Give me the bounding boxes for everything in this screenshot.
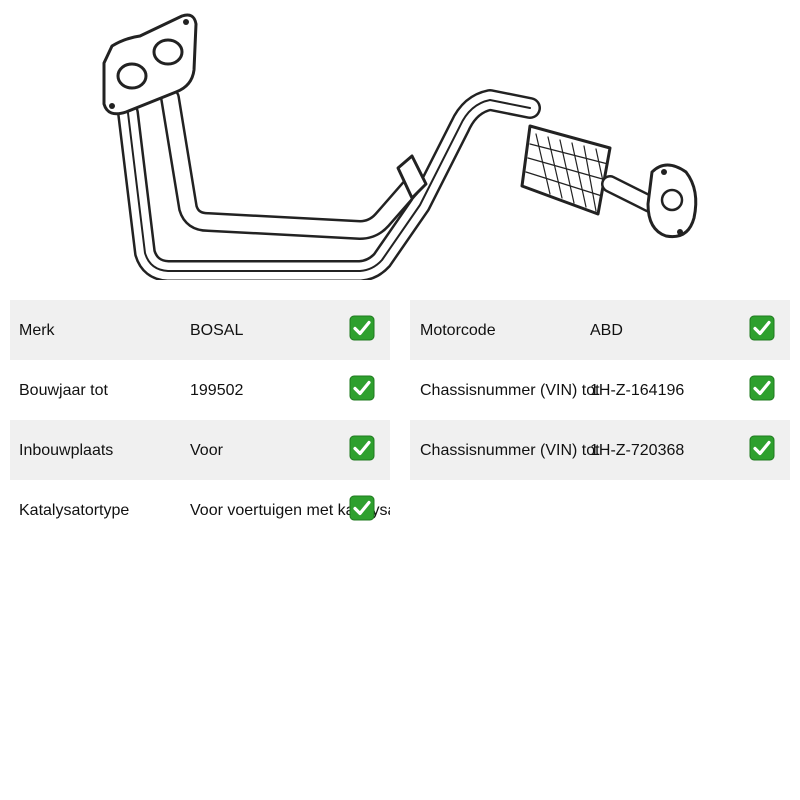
exhaust-pipe-drawing [102, 13, 698, 282]
spec-label: Merk [19, 322, 55, 339]
spec-value: BOSAL [190, 322, 244, 339]
spec-row: Inbouwplaats Voor [10, 420, 390, 480]
spec-label: Chassisnummer (VIN) tot [420, 442, 600, 459]
spec-row: Chassisnummer (VIN) tot 1H-Z-164196 [410, 360, 790, 420]
spec-value: 199502 [190, 382, 244, 399]
spec-row: Chassisnummer (VIN) tot 1H-Z-720368 [410, 420, 790, 480]
check-icon [349, 375, 375, 401]
spec-value: Voor [190, 442, 223, 459]
spec-value: 1H-Z-720368 [590, 442, 685, 459]
spec-row: Motorcode ABD [410, 300, 790, 360]
spec-value: 1H-Z-164196 [590, 382, 685, 399]
spec-label: Bouwjaar tot [19, 382, 108, 399]
spec-value: Voor voertuigen met katalysator [190, 502, 390, 519]
spec-value: ABD [590, 322, 623, 339]
spec-label: Chassisnummer (VIN) tot [420, 382, 600, 399]
spec-label: Katalysatortype [19, 502, 130, 519]
check-icon [349, 495, 375, 521]
spec-row: Merk BOSAL [10, 300, 390, 360]
spec-table-left: Merk BOSAL Bouwjaar tot 199502 Inbouwpla… [10, 300, 390, 540]
spec-table-right: Motorcode ABD Chassisnummer (VIN) tot 1H… [410, 300, 790, 480]
check-icon [749, 435, 775, 461]
product-image [90, 8, 710, 282]
spec-label: Inbouwplaats [19, 442, 114, 459]
check-icon [349, 315, 375, 341]
spec-label: Motorcode [420, 322, 496, 339]
spec-row: Katalysatortype Voor voertuigen met kata… [10, 480, 390, 540]
check-icon [749, 375, 775, 401]
check-icon [749, 315, 775, 341]
check-icon [349, 435, 375, 461]
spec-row: Bouwjaar tot 199502 [10, 360, 390, 420]
